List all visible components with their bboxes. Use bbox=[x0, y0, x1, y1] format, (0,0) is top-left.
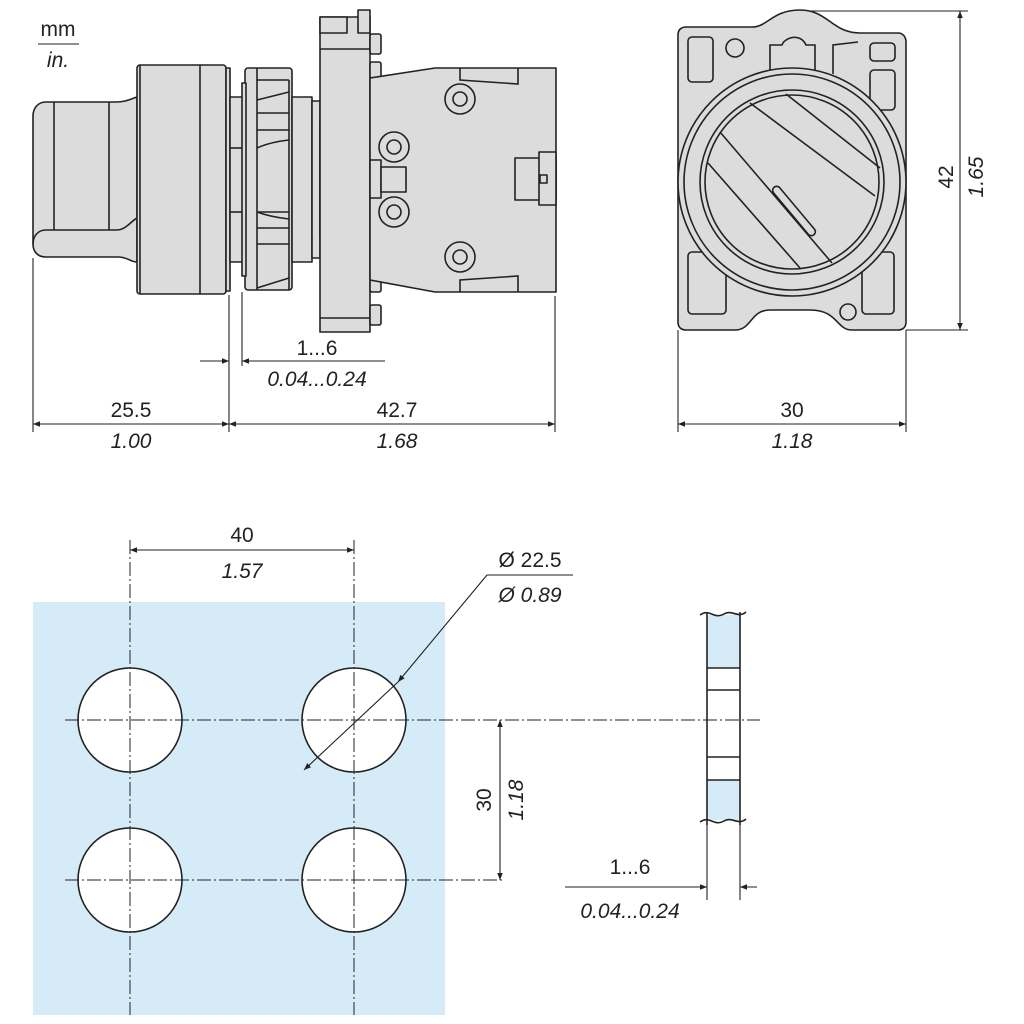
front-view-dimensions: 30 1.18 42 1.65 bbox=[677, 10, 988, 453]
height-in: 1.65 bbox=[965, 156, 988, 197]
bezel bbox=[136, 64, 227, 295]
head-length-mm: 25.5 bbox=[111, 399, 152, 422]
cutout-thickness-in: 0.04...0.24 bbox=[580, 900, 679, 923]
head-length-in: 1.00 bbox=[111, 430, 152, 453]
panel bbox=[33, 602, 445, 1015]
spacing-v-in: 1.18 bbox=[505, 779, 528, 820]
body-length-in: 1.68 bbox=[377, 430, 418, 453]
panel-thickness-in: 0.04...0.24 bbox=[267, 368, 366, 391]
side-view-dimensions: 1...6 0.04...0.24 25.5 1.00 42.7 1.68 bbox=[32, 258, 556, 453]
width-in: 1.18 bbox=[772, 430, 813, 453]
spacing-v-mm: 30 bbox=[473, 788, 496, 811]
hole-diameter-in: Ø 0.89 bbox=[497, 584, 561, 607]
fixing-nut bbox=[244, 67, 293, 291]
selector-face bbox=[699, 89, 885, 275]
panel-section bbox=[699, 611, 747, 825]
units-legend: mm in. bbox=[38, 18, 79, 72]
mounting-plate bbox=[319, 9, 382, 333]
body-length-mm: 42.7 bbox=[377, 399, 418, 422]
contact-block bbox=[369, 67, 557, 293]
panel-thickness-mm: 1...6 bbox=[297, 337, 338, 360]
selector-knob bbox=[32, 96, 138, 263]
width-mm: 30 bbox=[780, 399, 803, 422]
hole-diameter-mm: Ø 22.5 bbox=[498, 549, 561, 572]
cutout-thickness-mm: 1...6 bbox=[610, 856, 651, 879]
panel-cutout: 40 1.57 Ø 22.5 Ø 0.89 30 1.18 1...6 0.04… bbox=[33, 524, 760, 1015]
unit-mm: mm bbox=[41, 18, 76, 41]
height-mm: 42 bbox=[935, 165, 958, 188]
side-view bbox=[32, 9, 557, 333]
spacing-h-mm: 40 bbox=[230, 524, 253, 547]
spacing-h-in: 1.57 bbox=[222, 560, 264, 583]
unit-in: in. bbox=[47, 49, 69, 72]
front-view bbox=[677, 9, 907, 331]
